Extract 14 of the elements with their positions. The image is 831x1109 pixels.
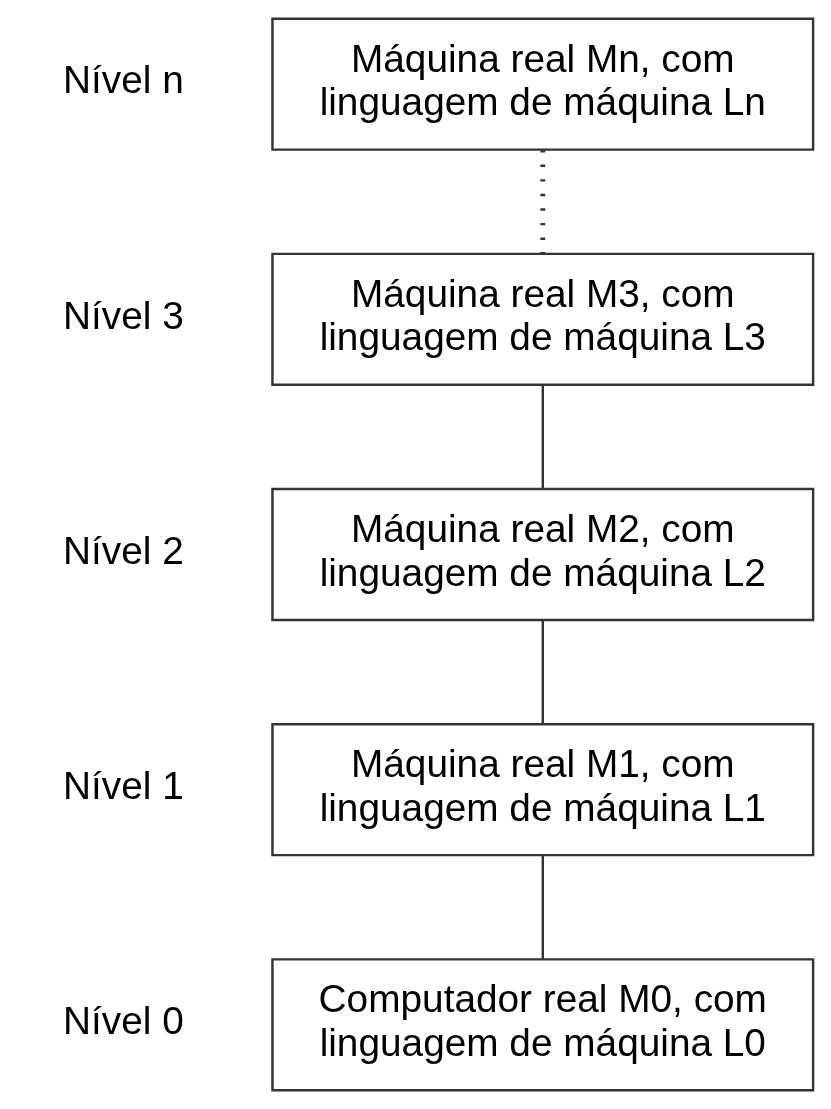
node-box: Máquina real M3, com linguagem de máquina L3 — [271, 252, 815, 386]
node-label: Nível n — [63, 58, 184, 102]
node-box: Máquina real M2, com linguagem de máquina L2 — [271, 487, 815, 622]
node-label: Nível 1 — [63, 763, 184, 807]
node-label: Nível 2 — [63, 528, 184, 572]
connector — [541, 385, 544, 489]
connector — [541, 855, 544, 960]
node-box: Máquina real Mn, com linguagem de máquina Ln — [271, 17, 815, 151]
connector — [541, 620, 544, 724]
node-label: Nível 0 — [63, 999, 184, 1043]
node-label: Nível 3 — [63, 293, 184, 337]
connector — [540, 150, 546, 254]
node-box: Computador real M0, com linguagem de máquina L0 — [271, 958, 815, 1092]
node-box: Máquina real M1, com linguagem de máquina L1 — [271, 723, 815, 857]
